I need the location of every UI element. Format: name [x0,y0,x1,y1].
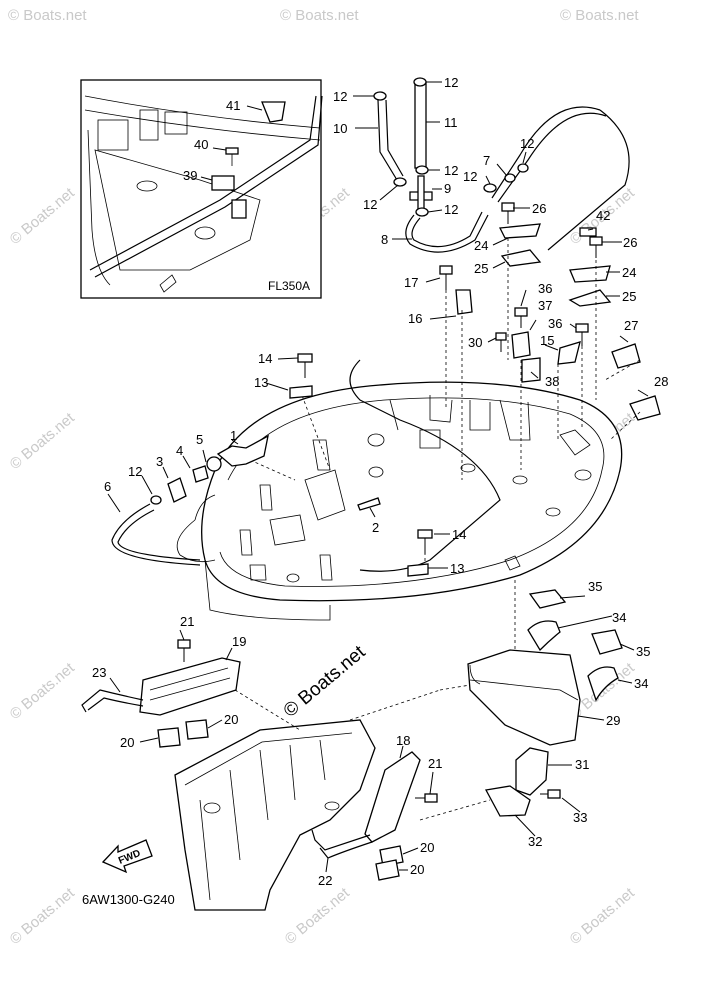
callout-10: 10 [333,121,347,136]
callout-14: 14 [452,527,466,542]
left-parts: 1 2 3 4 5 6 12 13 14 14 13 [104,351,466,577]
watermark: © Boats.net [567,884,639,948]
callout-21: 21 [428,756,442,771]
inset-fl350a: 41 40 39 FL350A [80,79,323,299]
callout-21: 21 [180,614,194,629]
callout-30: 30 [468,335,482,350]
callout-12: 12 [444,163,458,178]
callout-40: 40 [194,137,208,152]
callout-33: 33 [573,810,587,825]
callout-34: 34 [612,610,626,625]
callout-26: 26 [532,201,546,216]
callout-16: 16 [408,311,422,326]
lower-left-parts: 21 19 23 20 20 18 21 20 20 22 [81,614,491,911]
callout-12: 12 [444,202,458,217]
callout-20: 20 [224,712,238,727]
callout-39: 39 [183,168,197,183]
callout-15: 15 [540,333,554,348]
callout-22: 22 [318,873,332,888]
watermark: © Boats.net [7,184,79,248]
top-hoses: 12 12 10 11 12 9 12 12 8 7 12 12 [333,75,630,253]
callout-23: 23 [92,665,106,680]
callout-12: 12 [363,197,377,212]
callout-29: 29 [606,713,620,728]
callout-20: 20 [120,735,134,750]
watermark: © Boats.net [560,7,639,24]
callout-36: 36 [538,281,552,296]
callout-19: 19 [232,634,246,649]
callout-31: 31 [575,757,589,772]
callout-38: 38 [545,374,559,389]
callout-4: 4 [176,443,183,458]
model-code-label: FL350A [268,279,310,293]
callout-5: 5 [196,432,203,447]
callout-25: 25 [622,289,636,304]
callout-24: 24 [622,265,636,280]
callout-32: 32 [528,834,542,849]
callout-17: 17 [404,275,418,290]
callout-18: 18 [396,733,410,748]
diagram-code: 6AW1300-G240 [82,892,175,907]
lower-right-parts: 35 34 35 34 29 31 32 33 [467,579,650,849]
watermark-center: © Boats.net [280,641,370,722]
callout-42: 42 [596,208,610,223]
callout-12: 12 [463,169,477,184]
watermark: © Boats.net [280,7,359,24]
callout-8: 8 [381,232,388,247]
callout-35: 35 [588,579,602,594]
callout-34: 34 [634,676,648,691]
callout-11: 11 [444,115,458,130]
callout-2: 2 [372,520,379,535]
callout-12: 12 [444,75,458,90]
callout-27: 27 [624,318,638,333]
callout-37: 37 [538,298,552,313]
callout-26: 26 [623,235,637,250]
callout-24: 24 [474,238,488,253]
callout-20: 20 [420,840,434,855]
fwd-arrow: FWD [101,839,153,874]
callout-6: 6 [104,479,111,494]
callout-28: 28 [654,374,668,389]
callout-3: 3 [156,454,163,469]
watermark: © Boats.net [7,659,79,723]
callout-9: 9 [444,181,451,196]
callout-41: 41 [226,98,240,113]
watermark: © Boats.net [282,884,354,948]
watermark: © Boats.net [8,7,87,24]
watermark: © Boats.net [7,409,79,473]
callout-12: 12 [128,464,142,479]
callout-20: 20 [410,862,424,877]
callout-14: 14 [258,351,272,366]
upper-right-parts: 26 42 26 24 25 24 25 36 37 36 30 15 27 2… [404,201,668,421]
callout-12: 12 [520,136,534,151]
callout-1: 1 [230,428,237,443]
callout-12: 12 [333,89,347,104]
callout-36: 36 [548,316,562,331]
callout-13: 13 [254,375,268,390]
callout-13: 13 [450,561,464,576]
callout-7: 7 [483,153,490,168]
callout-35: 35 [636,644,650,659]
callout-25: 25 [474,261,488,276]
watermark: © Boats.net [7,884,79,948]
